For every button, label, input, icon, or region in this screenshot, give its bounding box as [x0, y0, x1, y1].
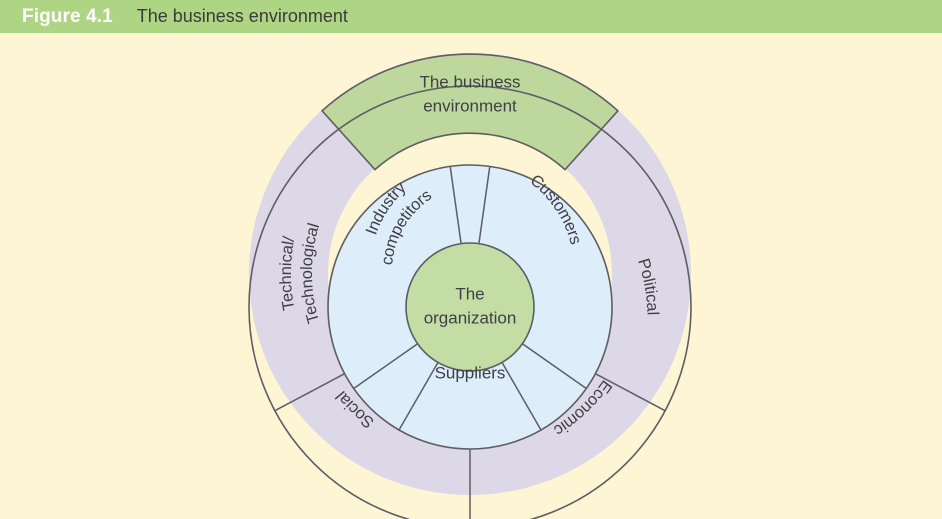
- diagram-canvas: The organization The business environmen…: [0, 33, 942, 519]
- inner-divider-d: [501, 362, 542, 431]
- label-business-environment-line1: The business: [419, 72, 520, 91]
- inner-ring-outline: [327, 164, 613, 450]
- outer-ring-outline: [248, 85, 692, 519]
- label-technical-line1: Technical/: [277, 235, 299, 312]
- core-label-line1: The: [455, 284, 484, 303]
- core-circle[interactable]: [406, 243, 534, 371]
- core-label-line2: organization: [424, 308, 517, 327]
- inner-ring-base[interactable]: [327, 165, 612, 449]
- label-business-environment-line2: environment: [423, 96, 517, 115]
- outer-divider-political-economic: [595, 373, 666, 412]
- inner-divider-c: [521, 343, 587, 390]
- inner-divider-b: [478, 166, 491, 244]
- outer-segment-business-environment[interactable]: [322, 54, 618, 170]
- inner-ring-group: [327, 164, 613, 450]
- core-group[interactable]: The organization: [405, 242, 535, 372]
- inner-divider-f: [353, 343, 419, 390]
- figure-number: Figure 4.1: [22, 5, 113, 27]
- outer-divider-social-technical: [274, 373, 345, 412]
- inner-divider-a: [449, 166, 462, 244]
- business-environment-ring-diagram: The organization The business environmen…: [248, 53, 692, 519]
- core-circle-outline: [405, 242, 535, 372]
- outer-segment-business-environment-outline: [320, 53, 620, 171]
- page-title: The business environment: [136, 6, 348, 26]
- inner-divider-e: [398, 362, 439, 431]
- figure-header-bar: Figure 4.1 The business environment: [0, 0, 942, 33]
- label-suppliers: Suppliers: [435, 363, 506, 382]
